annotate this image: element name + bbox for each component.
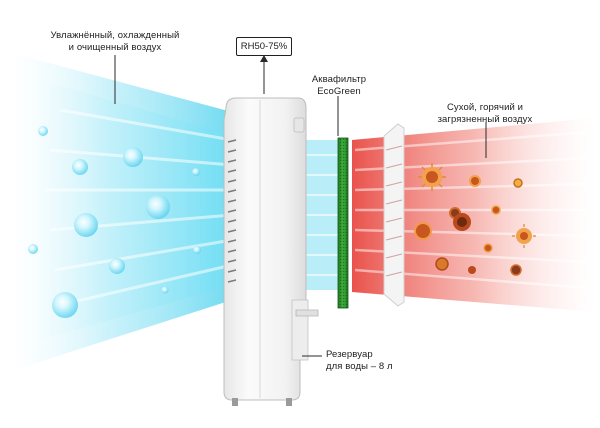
filtered-air-stream <box>300 140 340 290</box>
arrow-up-icon <box>260 55 268 62</box>
water-droplet-icon <box>28 126 201 318</box>
filter-label: Аквафильтр EcoGreen <box>311 74 367 97</box>
output-air-label: Увлажнённый, охлажденный и очищенный воз… <box>50 30 180 53</box>
dust-particle-icon <box>414 163 536 276</box>
humidity-range-badge: RH50-75% <box>236 37 292 56</box>
rear-grille-panel <box>383 123 405 307</box>
input-air-label: Сухой, горячий и загрязненный воздух <box>437 102 533 125</box>
air-cooler-device <box>223 97 319 406</box>
callout-lines <box>114 55 487 357</box>
cool-air-stream <box>8 52 233 372</box>
aqua-filter <box>337 137 349 309</box>
reservoir-label: Резервуар для воды – 8 л <box>326 349 393 372</box>
